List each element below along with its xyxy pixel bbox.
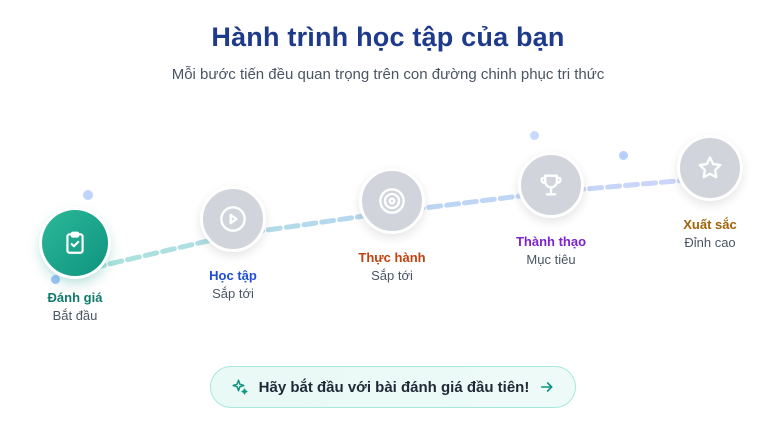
star-icon (696, 154, 724, 182)
step-excellence-node[interactable] (677, 135, 743, 201)
decor-dot (619, 151, 628, 160)
decor-dot (530, 131, 539, 140)
step-mastery-status: Mục tiêu (526, 252, 576, 267)
arrow-right-icon (539, 379, 555, 395)
page-subtitle: Mỗi bước tiến đều quan trọng trên con đư… (171, 66, 605, 83)
step-assessment-status: Bắt đầu (52, 308, 98, 323)
decor-dot (83, 190, 93, 200)
target-icon (378, 187, 406, 215)
step-learning-label: Học tập (209, 268, 257, 283)
step-practice-status: Sắp tới (371, 268, 413, 283)
step-excellence-label: Xuất sắc (683, 217, 737, 232)
page-title: Hành trình học tập của bạn (211, 22, 565, 52)
step-assessment-node[interactable] (42, 210, 108, 276)
sparkles-icon (231, 378, 249, 396)
start-assessment-label: Hãy bắt đầu với bài đánh giá đầu tiên! (258, 378, 530, 396)
step-learning-status: Sắp tới (212, 286, 254, 301)
play-circle-icon (219, 205, 247, 233)
clipboard-check-icon (62, 230, 88, 256)
step-excellence-status: Đỉnh cao (684, 235, 736, 250)
step-mastery-label: Thành thạo (515, 234, 587, 249)
start-assessment-button[interactable]: Hãy bắt đầu với bài đánh giá đầu tiên! (210, 366, 576, 408)
trophy-icon (537, 171, 565, 199)
step-practice-node[interactable] (359, 168, 425, 234)
step-mastery-node[interactable] (518, 152, 584, 218)
step-assessment-label: Đánh giá (47, 290, 103, 305)
decor-dot (51, 275, 60, 284)
step-practice-label: Thực hành (358, 250, 426, 265)
step-learning-node[interactable] (200, 186, 266, 252)
